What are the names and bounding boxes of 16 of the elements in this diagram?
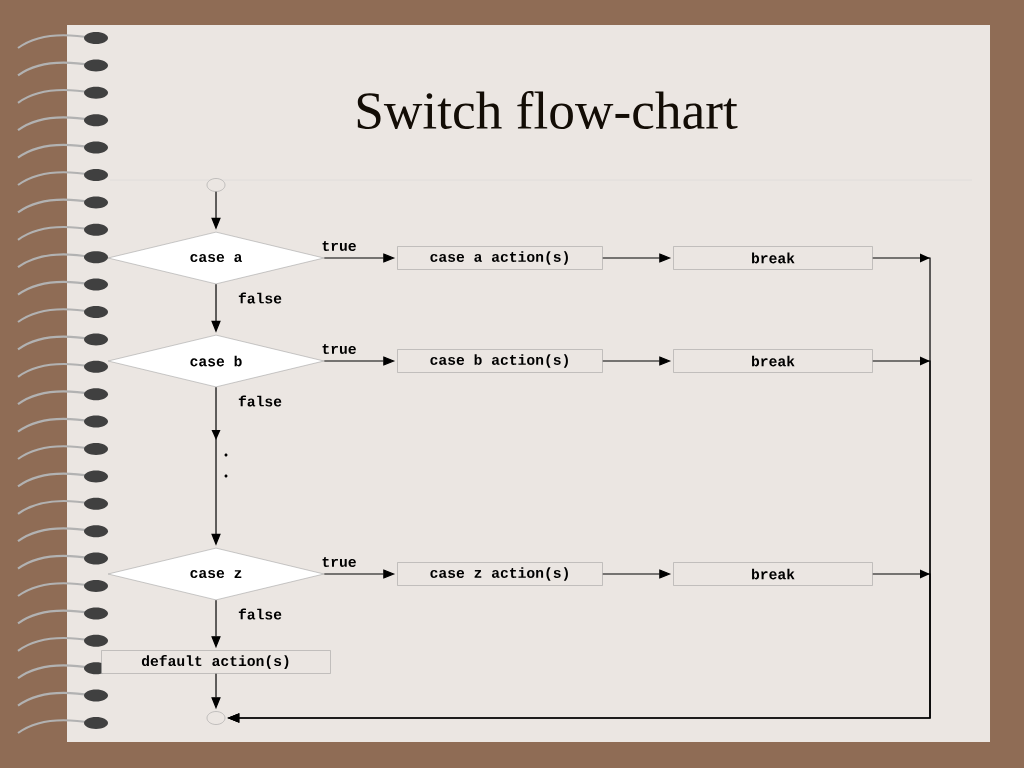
title: Switch flow-chart	[357, 91, 738, 130]
edge-label: true	[322, 241, 356, 251]
edge-label: true	[322, 557, 356, 567]
edge-label: false	[238, 395, 282, 407]
edge-label: false	[238, 608, 282, 620]
edge-label: false	[238, 292, 282, 304]
process-box: case a action(s)	[397, 246, 603, 270]
process-box: case b action(s)	[397, 349, 603, 373]
terminal-circle	[206, 178, 226, 192]
process-box: break	[673, 562, 873, 586]
edge-label: true	[322, 344, 356, 354]
process-box: break	[673, 246, 873, 270]
process-box: break	[673, 349, 873, 373]
process-box: case z action(s)	[397, 562, 603, 586]
process-box: default action(s)	[101, 650, 331, 674]
terminal-circle	[206, 711, 226, 725]
